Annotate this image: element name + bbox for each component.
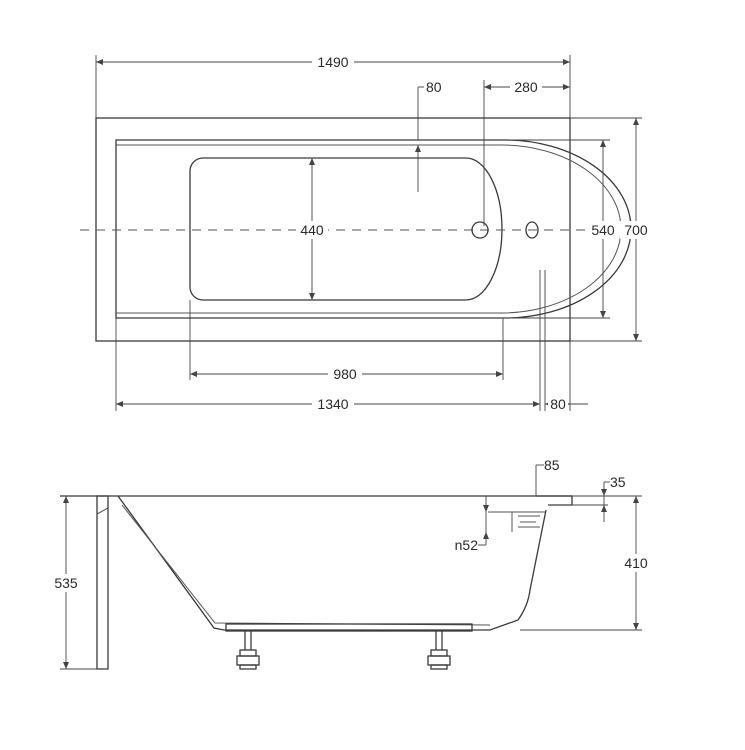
dim-top-rim: 85	[544, 457, 560, 473]
dim-edge: 35	[610, 474, 626, 490]
dim-basin-length: 1340	[317, 396, 348, 412]
tub-inner-wall	[121, 504, 491, 626]
end-panel-bracket	[96, 507, 109, 515]
dim-inner-width: 440	[300, 222, 324, 238]
dim-total-height: 535	[54, 575, 78, 591]
tub-body-outline	[117, 495, 547, 631]
dim-rim-width: 80	[426, 79, 442, 95]
dim-inner-length: 980	[333, 366, 357, 382]
dim-overall-width: 700	[624, 222, 648, 238]
foot-left	[236, 631, 260, 670]
drain-circle	[471, 221, 489, 239]
dim-outer-inner-width: 540	[591, 222, 615, 238]
basin-floor-outline	[189, 157, 503, 301]
dim-end-offset: 80	[550, 396, 566, 412]
overflow-ellipse	[525, 221, 539, 239]
dim-depth: 410	[624, 555, 648, 571]
top-view: 1490 80 280 440 540 700	[80, 52, 652, 413]
dim-drain: n52	[455, 537, 479, 553]
end-panel	[96, 495, 109, 670]
rim-right-step	[536, 495, 573, 506]
foot-right	[427, 631, 451, 670]
overflow-pipe	[488, 511, 545, 532]
dim-overall-length: 1490	[317, 54, 348, 70]
base-plate	[225, 623, 473, 632]
basin-outline	[115, 139, 632, 319]
dim-end-rim: 280	[514, 79, 538, 95]
side-view: 85 35 n52 410 535	[50, 457, 652, 670]
